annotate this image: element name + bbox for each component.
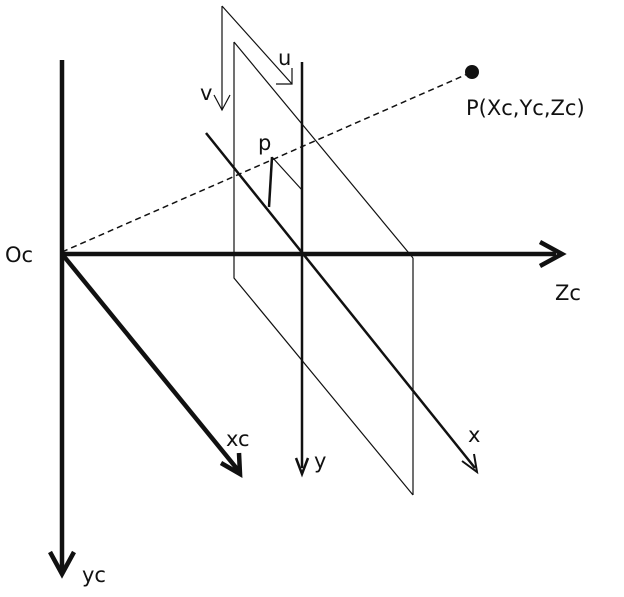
image-x-axis-arrowhead bbox=[461, 453, 479, 475]
image-y-axis-arrowhead bbox=[294, 457, 310, 478]
v-axis-arrowhead bbox=[213, 94, 231, 112]
pixel-axes bbox=[213, 5, 293, 112]
label-zc: Zc bbox=[555, 281, 581, 305]
p-diagonal-tick bbox=[271, 156, 303, 191]
label-p: p bbox=[258, 131, 271, 155]
image-plane-top-edge bbox=[233, 41, 414, 259]
camera-xc-axis-arrowhead bbox=[219, 452, 243, 479]
world-point-dot bbox=[465, 65, 479, 79]
camera-yc-axis-arrowhead bbox=[48, 550, 76, 579]
label-oc: Oc bbox=[5, 243, 33, 267]
label-yc: yc bbox=[82, 563, 106, 587]
p-vertical-tick bbox=[267, 156, 274, 208]
image-plane-back-edge bbox=[233, 42, 414, 496]
image-x-axis bbox=[205, 132, 476, 469]
camera-zc-axis-arrowhead bbox=[538, 240, 567, 268]
projected-point-marker bbox=[267, 156, 303, 208]
camera-xc-axis bbox=[60, 252, 240, 472]
pixel-axis-top-edge bbox=[221, 5, 293, 85]
label-v: v bbox=[200, 81, 212, 105]
label-point-p: P(Xc,Yc,Zc) bbox=[466, 96, 585, 120]
projection-ray bbox=[61, 71, 473, 253]
image-plane bbox=[233, 41, 414, 496]
label-x: x bbox=[468, 423, 480, 447]
label-u: u bbox=[278, 46, 291, 70]
label-y: y bbox=[314, 449, 326, 473]
label-xc: xc bbox=[226, 427, 250, 451]
u-axis-arrowhead bbox=[276, 68, 293, 85]
